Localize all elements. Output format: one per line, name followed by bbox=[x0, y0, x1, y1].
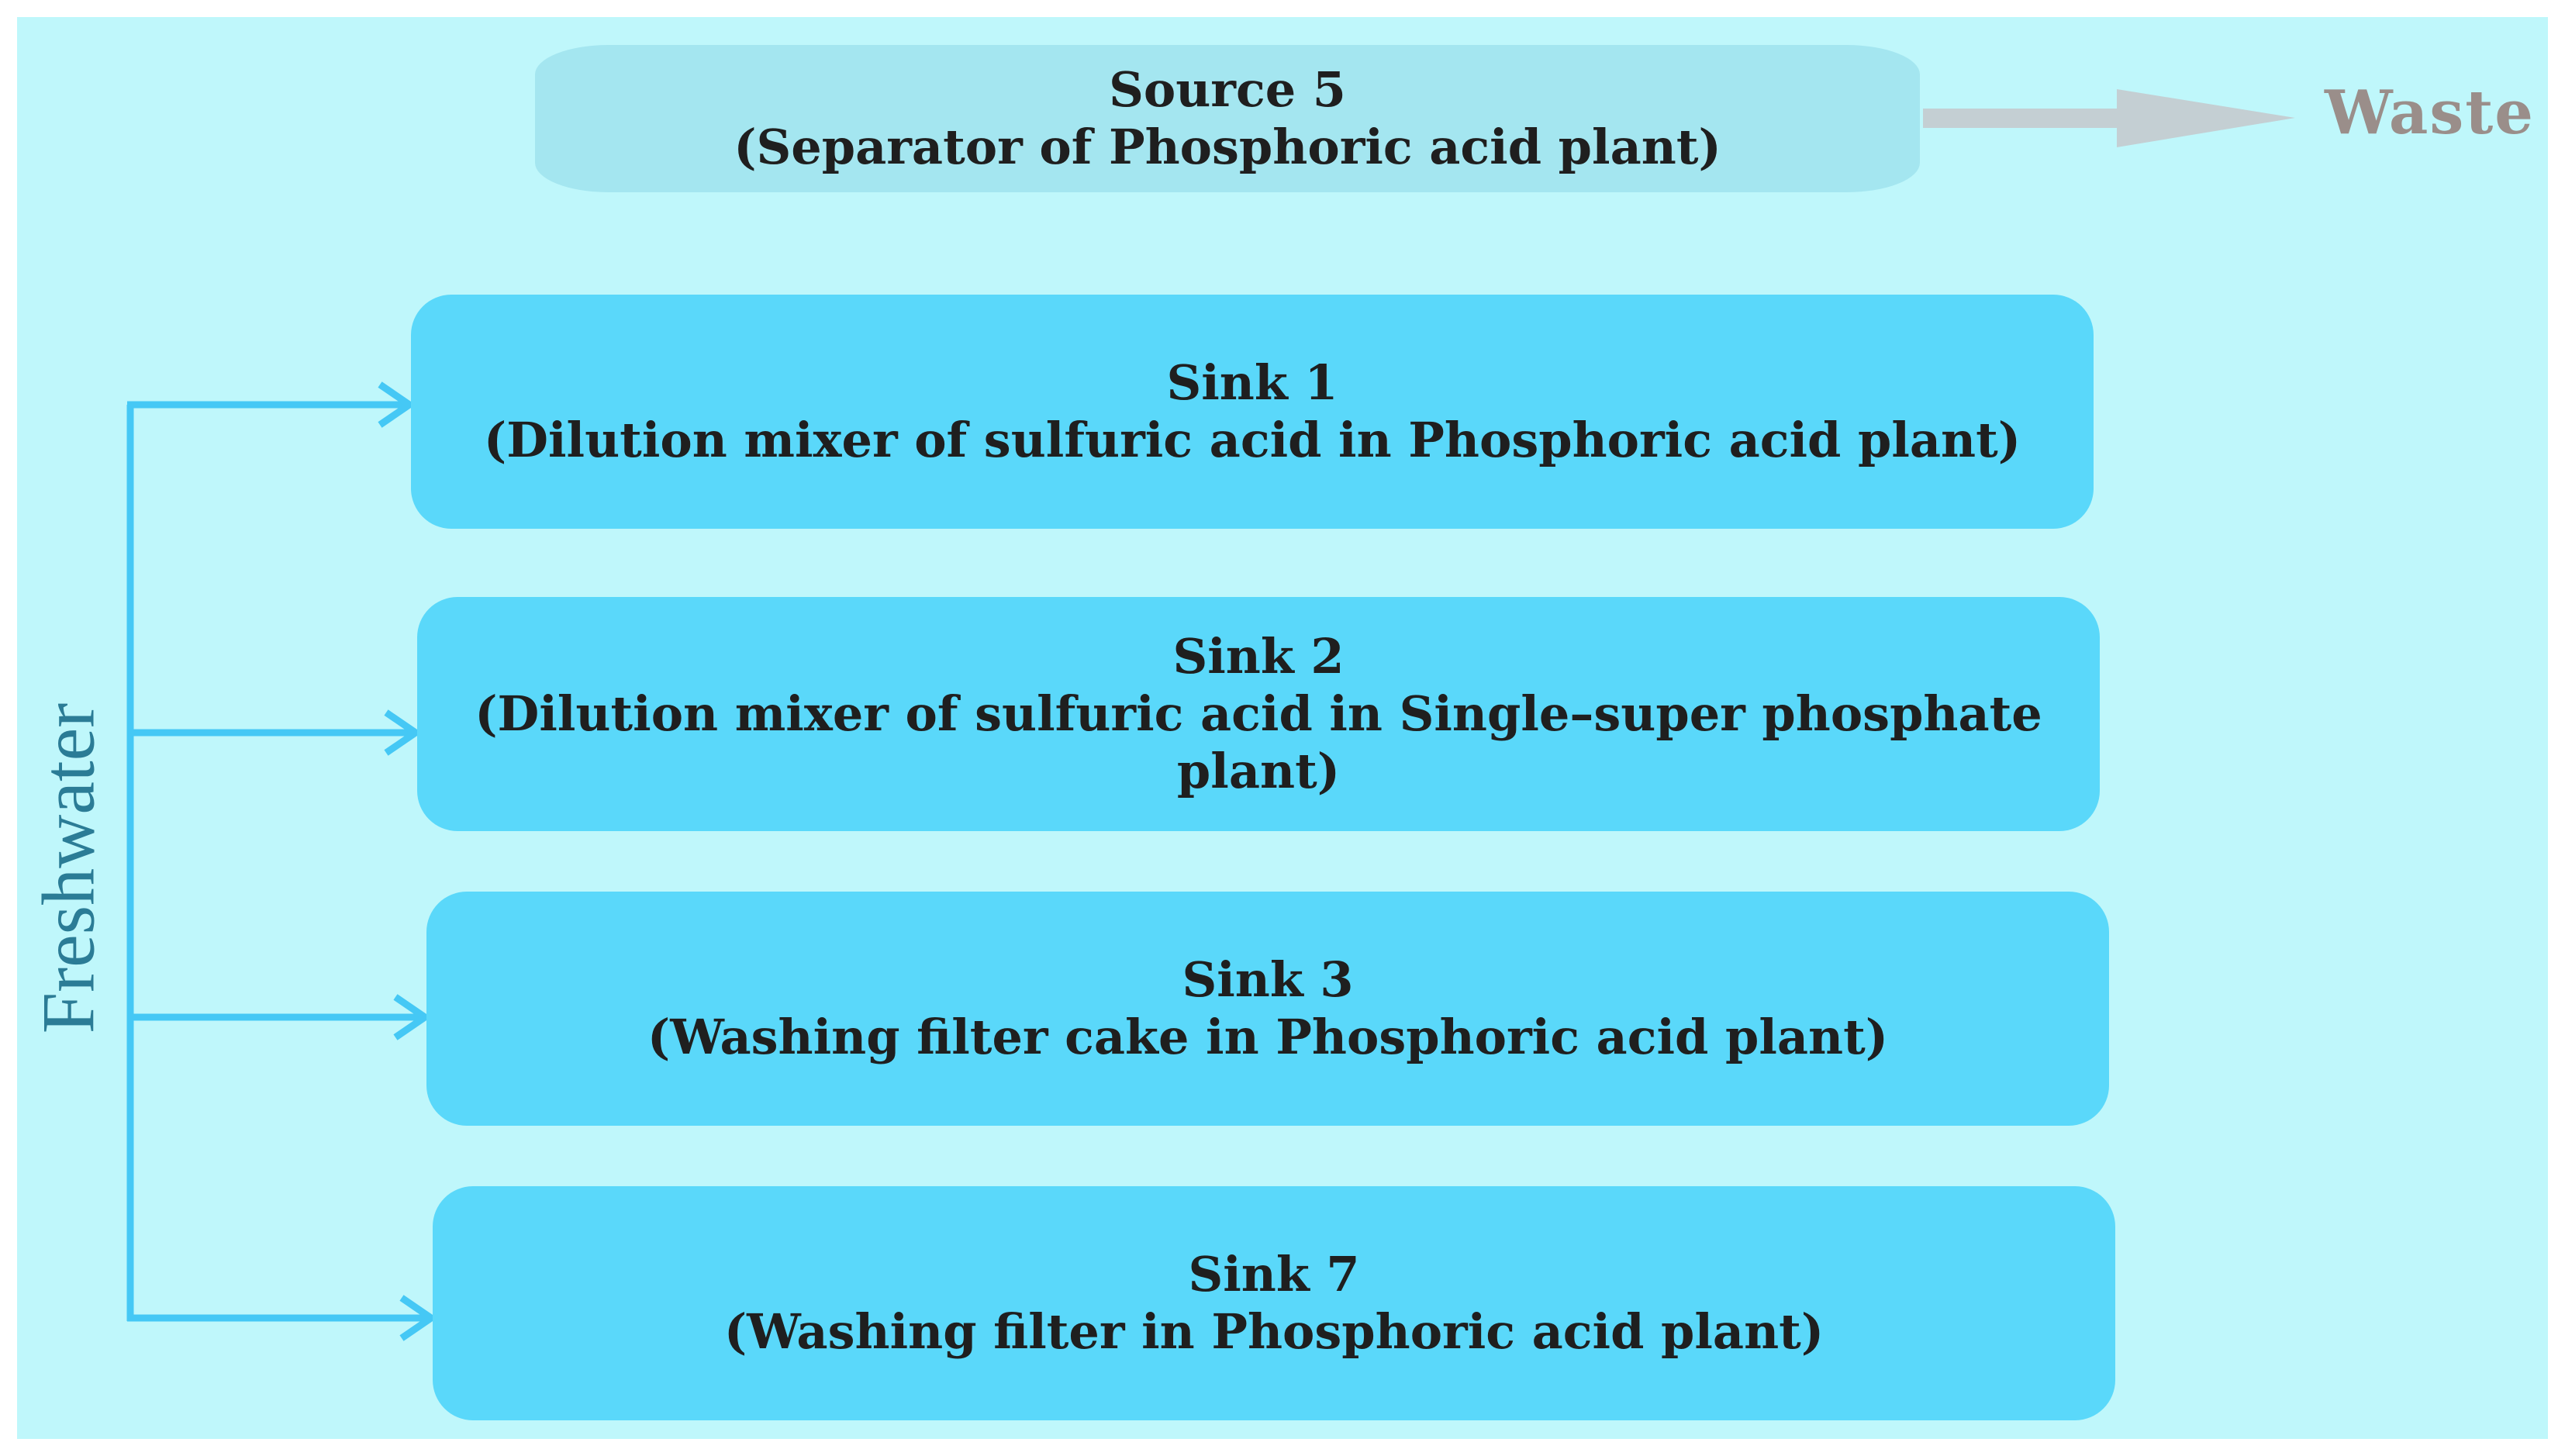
arrowhead-sink-3 bbox=[393, 994, 431, 1040]
sink-2-title: Sink 2 bbox=[1172, 628, 1345, 685]
waste-label: Waste bbox=[2325, 78, 2535, 148]
sink-3-subtitle: (Washing filter cake in Phosphoric acid … bbox=[647, 1009, 1889, 1065]
sink-1-box: Sink 1 (Dilution mixer of sulfuric acid … bbox=[411, 295, 2094, 529]
arrowhead-sink-7 bbox=[399, 1295, 437, 1341]
sink-1-title: Sink 1 bbox=[1166, 354, 1338, 411]
sink-7-subtitle: (Washing filter in Phosphoric acid plant… bbox=[723, 1303, 1824, 1360]
source-5-subtitle: (Separator of Phosphoric acid plant) bbox=[734, 119, 1721, 175]
sink-3-box: Sink 3 (Washing filter cake in Phosphori… bbox=[426, 892, 2109, 1126]
arrowhead-sink-2 bbox=[384, 709, 422, 756]
arrowhead-sink-1 bbox=[378, 381, 416, 428]
sink-7-box: Sink 7 (Washing filter in Phosphoric aci… bbox=[433, 1186, 2115, 1420]
sink-1-subtitle: (Dilution mixer of sulfuric acid in Phos… bbox=[483, 412, 2021, 468]
sink-7-title: Sink 7 bbox=[1188, 1246, 1360, 1302]
waste-arrow bbox=[1923, 89, 2295, 147]
freshwater-label: Freshwater bbox=[26, 702, 110, 1034]
sink-2-subtitle: (Dilution mixer of sulfuric acid in Sing… bbox=[475, 685, 2042, 799]
sink-2-box: Sink 2 (Dilution mixer of sulfuric acid … bbox=[417, 597, 2100, 831]
source-5-title: Source 5 bbox=[1109, 61, 1346, 118]
sink-3-title: Sink 3 bbox=[1182, 951, 1354, 1008]
source-5-box: Source 5 (Separator of Phosphoric acid p… bbox=[535, 45, 1920, 192]
